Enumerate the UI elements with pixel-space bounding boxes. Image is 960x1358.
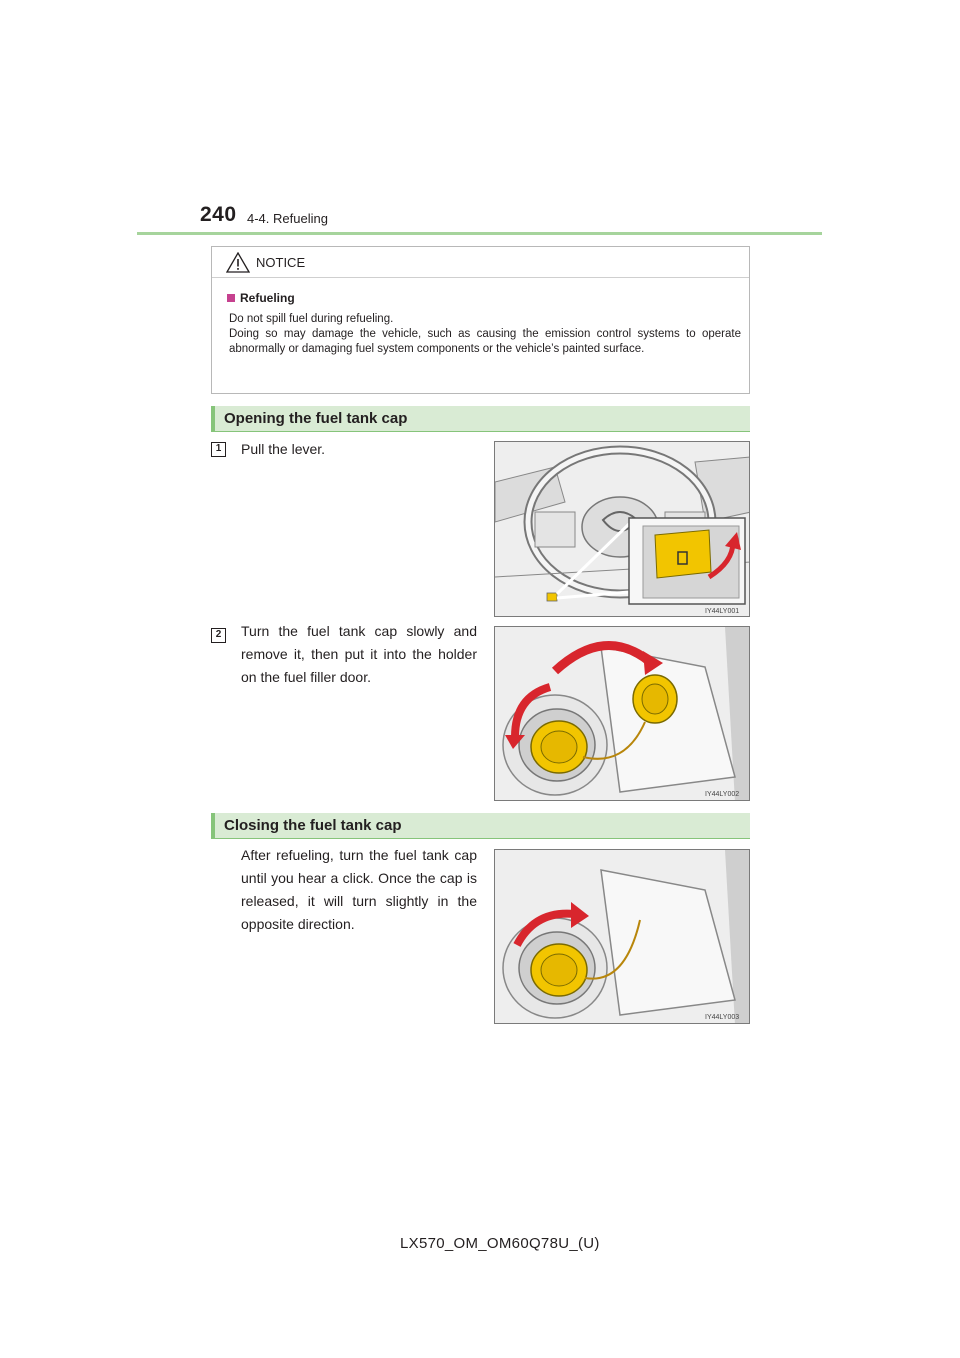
section-title: 4-4. Refueling <box>247 211 328 226</box>
cap-closing-figure: IY44LY003 <box>494 849 750 1024</box>
square-bullet-icon <box>227 294 235 302</box>
step-number: 1 <box>211 442 226 457</box>
figure-code: IY44LY003 <box>705 1014 739 1021</box>
figure-code: IY44LY002 <box>705 791 739 798</box>
cap-removal-figure: IY44LY002 <box>494 626 750 801</box>
model-code: LX570_OM_OM60Q78U_(U) <box>400 1235 600 1252</box>
step-text: Pull the lever. <box>241 441 326 457</box>
page-number: 240 <box>200 203 237 226</box>
notice-subheading: Refueling <box>227 291 295 305</box>
closing-heading-bar: Closing the fuel tank cap <box>211 813 750 839</box>
warning-triangle-icon <box>225 251 251 278</box>
closing-text: After refueling, turn the fuel tank cap … <box>241 847 477 932</box>
notice-line: Doing so may damage the vehicle, such as… <box>229 328 741 355</box>
notice-line: Do not spill fuel during refueling. <box>229 313 394 325</box>
opening-heading-bar: Opening the fuel tank cap <box>211 406 750 432</box>
step-number: 2 <box>211 628 226 643</box>
notice-body: Do not spill fuel during refueling. Doin… <box>229 312 741 357</box>
header-rule <box>137 232 822 235</box>
notice-box: NOTICE Refueling Do not spill fuel durin… <box>211 246 750 394</box>
figure-code: IY44LY001 <box>705 608 739 615</box>
notice-header: NOTICE <box>212 247 749 278</box>
lever-figure: IY44LY001 <box>494 441 750 617</box>
notice-subheading-text: Refueling <box>240 291 295 305</box>
opening-heading: Opening the fuel tank cap <box>224 410 408 427</box>
notice-label: NOTICE <box>256 255 306 270</box>
step-text: Turn the fuel tank cap slowly and remove… <box>241 623 477 685</box>
closing-heading: Closing the fuel tank cap <box>224 817 402 834</box>
